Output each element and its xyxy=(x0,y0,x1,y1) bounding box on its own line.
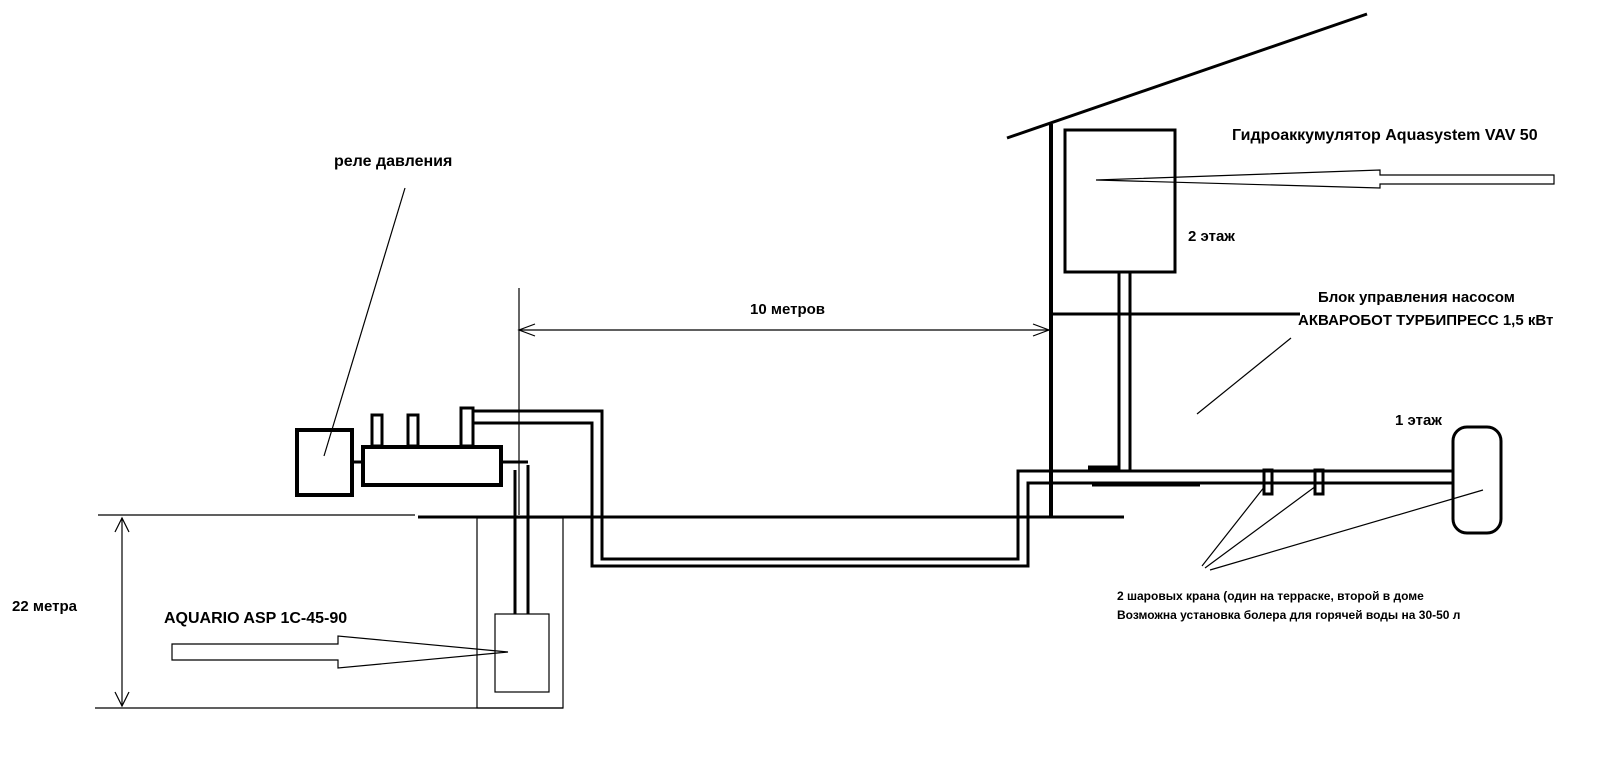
valves-note-label-2: Возможна установка болера для горячей во… xyxy=(1117,608,1460,622)
depth-arrow-bottom xyxy=(114,691,130,708)
manifold-port-1 xyxy=(370,413,384,448)
manifold-port-3 xyxy=(459,406,475,448)
dimension-arrow-left xyxy=(517,323,536,337)
depth-label: 22 метра xyxy=(12,598,78,615)
water-heater xyxy=(1451,425,1503,535)
accumulator-pointer-arrow xyxy=(1095,169,1555,189)
supply-pipe-inner xyxy=(473,421,1051,568)
floor2-label: 2 этаж xyxy=(1188,228,1235,245)
roof-line xyxy=(1006,12,1368,140)
ball-valve-1 xyxy=(1262,468,1274,496)
control-box xyxy=(295,428,354,497)
pressure-manifold xyxy=(361,445,503,487)
manifold-port-2 xyxy=(406,413,420,448)
pressure-relay-label: реле давления xyxy=(334,153,452,170)
valves-note-label-1: 2 шаровых крана (один на терраске, второ… xyxy=(1117,589,1424,603)
ball-valve-2 xyxy=(1313,468,1325,496)
control-unit-pointer xyxy=(1196,337,1292,415)
control-unit-label-1: Блок управления насосом xyxy=(1318,289,1515,306)
pump-pointer-arrow xyxy=(171,635,509,669)
pump-model-label: AQUARIO ASP 1C-45-90 xyxy=(164,610,347,627)
pressure-relay-pointer xyxy=(323,187,406,457)
supply-pipe-outer xyxy=(473,409,1051,561)
accumulator-label: Гидроаккумулятор Aquasystem VAV 50 xyxy=(1232,127,1538,144)
valves-pointer-2 xyxy=(1204,485,1317,569)
valves-pointer-3 xyxy=(1209,489,1484,571)
well-shaft xyxy=(476,517,564,709)
distance-label: 10 метров xyxy=(750,301,825,318)
floor1-label: 1 этаж xyxy=(1395,412,1442,429)
dimension-arrow-right xyxy=(1032,323,1051,337)
depth-arrow-top xyxy=(114,516,130,533)
hydro-accumulator xyxy=(1063,128,1177,274)
valves-pointer-1 xyxy=(1201,485,1266,567)
control-unit-label-2: АКВАРОБОТ ТУРБИПРЕСС 1,5 кВт xyxy=(1298,312,1553,329)
